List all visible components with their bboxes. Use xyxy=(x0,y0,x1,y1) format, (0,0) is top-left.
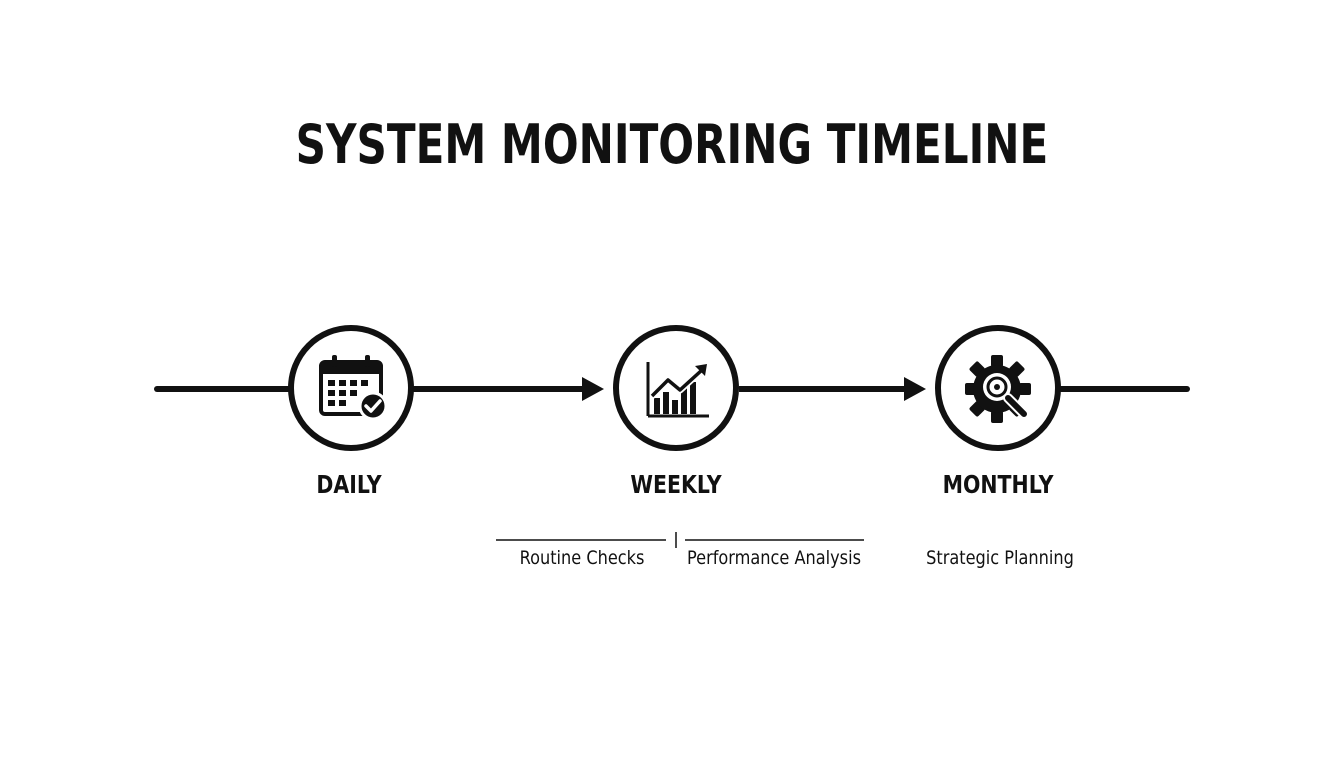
sub-label-performance-analysis: Performance Analysis xyxy=(686,547,862,569)
node-label-weekly: WEEKLY xyxy=(630,470,722,499)
diagram-title: SYSTEM MONITORING TIMELINE xyxy=(295,113,1049,176)
bar-chart-trend-icon xyxy=(646,362,709,418)
gear-magnifier-icon xyxy=(965,355,1031,423)
arrowhead-to-weekly xyxy=(582,377,604,401)
node-label-monthly: MONTHLY xyxy=(942,470,1054,499)
sub-label-strategic-planning: Strategic Planning xyxy=(926,547,1074,569)
node-label-daily: DAILY xyxy=(316,470,382,499)
arrowhead-to-monthly xyxy=(904,377,926,401)
sub-label-routine-checks: Routine Checks xyxy=(519,547,645,569)
calendar-check-icon xyxy=(319,355,388,421)
